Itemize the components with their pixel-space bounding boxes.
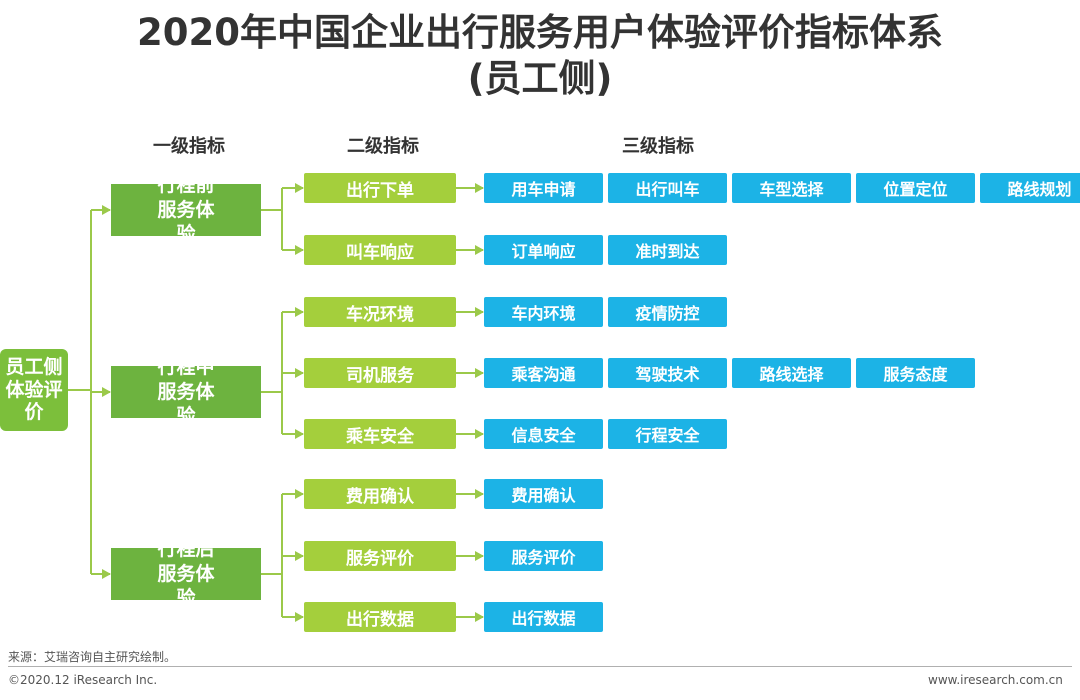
level3-node: 路线规划 bbox=[980, 173, 1080, 203]
title-line-2: (员工侧) bbox=[467, 57, 613, 101]
arrow-head bbox=[102, 205, 111, 215]
level2-node: 乘车安全 bbox=[304, 419, 456, 449]
level3-node: 乘客沟通 bbox=[484, 358, 603, 388]
arrow-head bbox=[475, 307, 484, 317]
copyright: ©2020.12 iResearch Inc. bbox=[8, 673, 158, 687]
level2-node: 出行下单 bbox=[304, 173, 456, 203]
level2-node: 车况环境 bbox=[304, 297, 456, 327]
level2-node: 出行数据 bbox=[304, 602, 456, 632]
level3-node: 疫情防控 bbox=[608, 297, 727, 327]
level3-node: 位置定位 bbox=[856, 173, 975, 203]
website: www.iresearch.com.cn bbox=[928, 673, 1063, 687]
level2-header: 二级指标 bbox=[347, 136, 419, 157]
level1-node: 行程中 服务体 验 bbox=[111, 356, 261, 427]
root-node: 员工侧 体验评 价 bbox=[0, 349, 68, 431]
level3-node: 车内环境 bbox=[484, 297, 603, 327]
arrow-head bbox=[475, 183, 484, 193]
arrow-head bbox=[475, 612, 484, 622]
arrow-head bbox=[475, 368, 484, 378]
level3-header: 三级指标 bbox=[622, 136, 694, 157]
level3-node: 出行数据 bbox=[484, 602, 603, 632]
arrow-head bbox=[295, 612, 304, 622]
arrow-head bbox=[295, 368, 304, 378]
arrow-head bbox=[102, 387, 111, 397]
level3-node: 路线选择 bbox=[732, 358, 851, 388]
level2-node: 费用确认 bbox=[304, 479, 456, 509]
level3-node: 费用确认 bbox=[484, 479, 603, 509]
level1-header: 一级指标 bbox=[153, 136, 225, 157]
source-note: 来源：艾瑞咨询自主研究绘制。 bbox=[8, 650, 177, 664]
title-line-1: 2020年中国企业出行服务用户体验评价指标体系 bbox=[137, 11, 943, 54]
level2-node: 司机服务 bbox=[304, 358, 456, 388]
level2-node: 服务评价 bbox=[304, 541, 456, 571]
arrow-head bbox=[475, 489, 484, 499]
arrow-head bbox=[295, 245, 304, 255]
arrow-head bbox=[475, 245, 484, 255]
level3-node: 订单响应 bbox=[484, 235, 603, 265]
arrow-head bbox=[295, 551, 304, 561]
level2-node: 叫车响应 bbox=[304, 235, 456, 265]
arrow-head bbox=[295, 429, 304, 439]
footer-divider bbox=[8, 666, 1072, 667]
level3-node: 出行叫车 bbox=[608, 173, 727, 203]
chart-title: 2020年中国企业出行服务用户体验评价指标体系 (员工侧) bbox=[0, 10, 1080, 103]
arrow-head bbox=[295, 489, 304, 499]
level3-node: 车型选择 bbox=[732, 173, 851, 203]
level1-node: 行程前 服务体 验 bbox=[111, 174, 261, 245]
level3-node: 行程安全 bbox=[608, 419, 727, 449]
arrow-head bbox=[475, 551, 484, 561]
level3-node: 准时到达 bbox=[608, 235, 727, 265]
level3-node: 驾驶技术 bbox=[608, 358, 727, 388]
arrow-head bbox=[102, 569, 111, 579]
arrow-head bbox=[295, 307, 304, 317]
level3-node: 服务评价 bbox=[484, 541, 603, 571]
level3-node: 用车申请 bbox=[484, 173, 603, 203]
level1-node: 行程后 服务体 验 bbox=[111, 538, 261, 609]
level3-node: 信息安全 bbox=[484, 419, 603, 449]
level3-node: 服务态度 bbox=[856, 358, 975, 388]
arrow-head bbox=[475, 429, 484, 439]
arrow-head bbox=[295, 183, 304, 193]
